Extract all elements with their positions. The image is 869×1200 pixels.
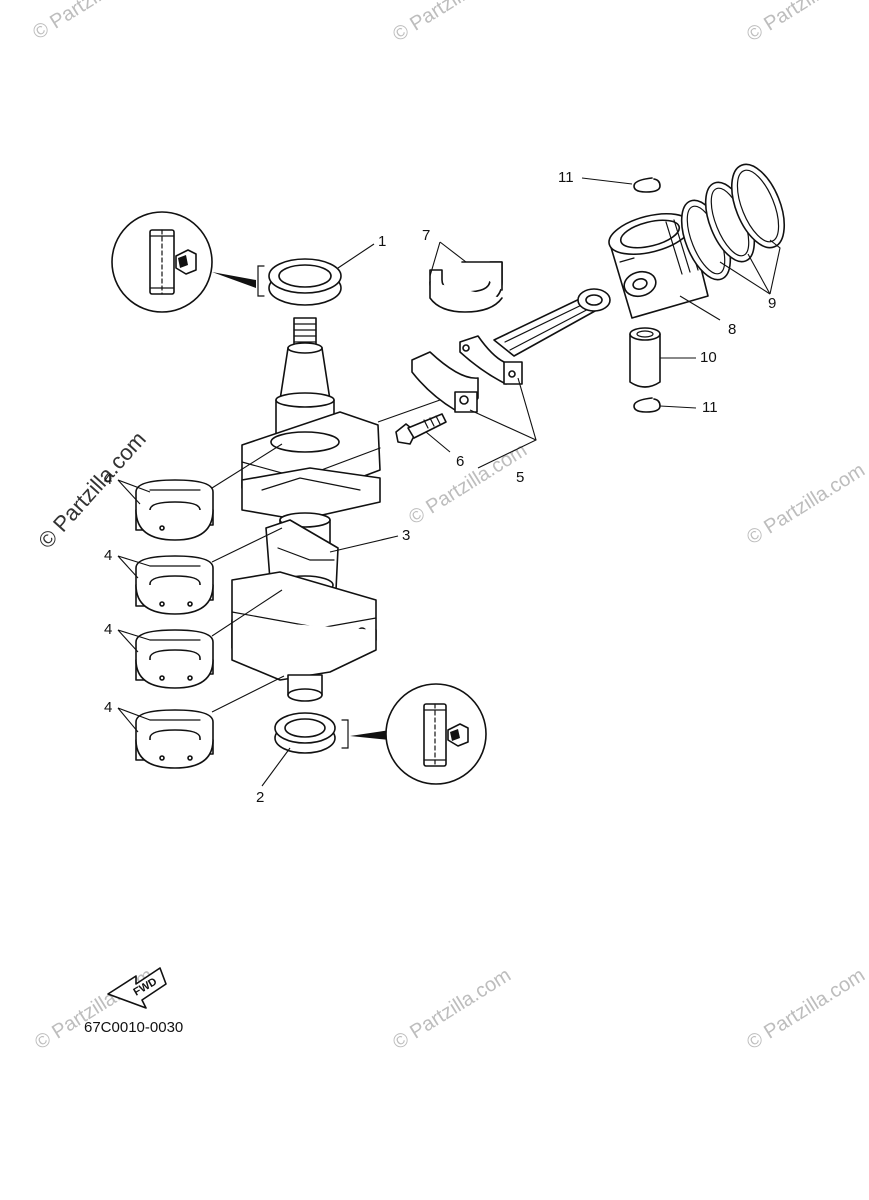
callout-5: 5 — [516, 469, 524, 486]
grease-application-icon — [447, 723, 469, 747]
watermark: © Partzilla.com — [29, 0, 155, 44]
watermark: © Partzilla.com — [743, 964, 869, 1054]
callout-9: 9 — [768, 295, 776, 312]
callout-7: 7 — [422, 227, 430, 244]
watermark: © Partzilla.com — [743, 459, 869, 549]
oil-seal-detail-icon — [341, 683, 487, 785]
piston-rings — [680, 163, 786, 281]
callout-11: 11 — [702, 399, 718, 416]
lower-oil-seal — [274, 712, 336, 754]
oil-seal-detail-icon — [111, 211, 265, 313]
upper-oil-seal — [268, 258, 342, 306]
grease-application-icon — [175, 249, 197, 275]
watermark: © Partzilla.com — [389, 964, 515, 1054]
callout-11: 11 — [558, 169, 574, 186]
rod-bearing — [429, 261, 503, 313]
watermark: © Partzilla.com — [743, 0, 869, 46]
leader-lines — [117, 177, 781, 787]
callout-4: 4 — [104, 471, 112, 488]
diagram-code: 67C0010-0030 — [84, 1019, 183, 1036]
callout-6: 6 — [456, 453, 464, 470]
callout-labels: 1 2 3 4 4 4 4 5 6 7 8 9 10 11 11 — [104, 169, 776, 806]
callout-8: 8 — [728, 321, 736, 338]
main-bearing-4 — [135, 709, 214, 769]
crankshaft — [231, 317, 381, 702]
main-bearing-3 — [135, 629, 214, 689]
main-bearing-1 — [135, 479, 214, 541]
callout-4: 4 — [104, 621, 112, 638]
watermark: © Partzilla.com — [405, 439, 531, 529]
callout-2: 2 — [256, 789, 264, 806]
callout-1: 1 — [378, 233, 386, 250]
circlip-upper — [633, 177, 661, 193]
callout-4: 4 — [104, 547, 112, 564]
watermark-dark: © Partzilla.com — [33, 426, 151, 553]
piston-pin — [629, 327, 661, 388]
connecting-rod — [411, 288, 611, 413]
piston — [608, 212, 709, 319]
rod-bolt — [395, 413, 447, 445]
circlip-lower — [633, 397, 661, 413]
watermark: © Partzilla.com — [389, 0, 515, 46]
callout-4: 4 — [104, 699, 112, 716]
callout-10: 10 — [700, 349, 717, 366]
main-bearing-2 — [135, 555, 214, 615]
callout-3: 3 — [402, 527, 410, 544]
watermark: © Partzilla.com — [31, 964, 157, 1054]
